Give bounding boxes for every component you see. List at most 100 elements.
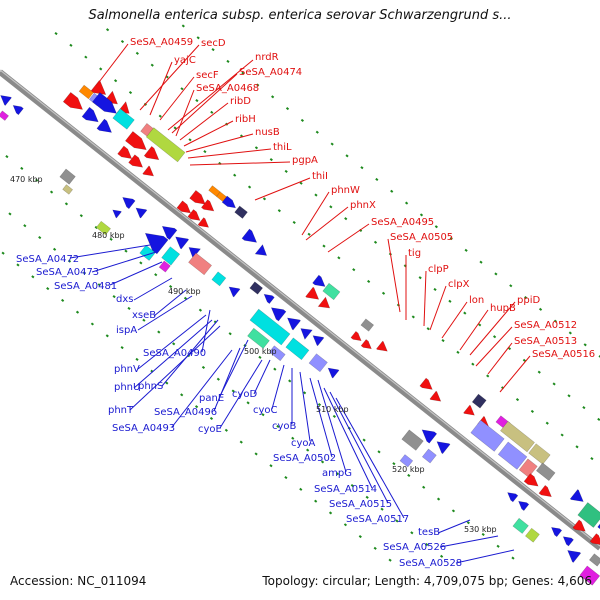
gene-arrow[interactable] bbox=[597, 515, 600, 538]
gene-block[interactable] bbox=[589, 553, 600, 567]
gene-arrow[interactable] bbox=[310, 332, 325, 347]
reverse-gene-label[interactable]: cyoB bbox=[272, 421, 297, 432]
gene-block[interactable] bbox=[112, 108, 135, 130]
gene-block[interactable] bbox=[399, 454, 414, 468]
gene-block[interactable] bbox=[579, 565, 600, 586]
gene-arrow[interactable] bbox=[201, 199, 217, 215]
gene-arrow[interactable] bbox=[262, 291, 275, 304]
gene-arrow[interactable] bbox=[284, 313, 301, 331]
gene-arrow[interactable] bbox=[187, 209, 203, 225]
reverse-gene-label[interactable]: phnV bbox=[114, 364, 140, 375]
gene-arrow[interactable] bbox=[96, 118, 115, 137]
gene-block[interactable] bbox=[401, 429, 424, 451]
reverse-gene-label[interactable]: SeSA_A0514 bbox=[314, 484, 377, 495]
gene-block[interactable] bbox=[139, 244, 156, 261]
gene-arrow[interactable] bbox=[197, 217, 211, 231]
reverse-gene-label[interactable]: SeSA_A0490 bbox=[143, 348, 206, 359]
forward-gene-label[interactable]: SeSA_A0459 bbox=[130, 37, 193, 48]
forward-gene-label[interactable]: secF bbox=[196, 70, 219, 81]
gene-arrow[interactable] bbox=[561, 534, 574, 547]
forward-gene-label[interactable]: pgpA bbox=[292, 155, 318, 166]
gene-arrow[interactable] bbox=[142, 165, 157, 180]
gene-block[interactable] bbox=[247, 327, 270, 349]
reverse-gene-label[interactable]: SeSA_A0496 bbox=[154, 407, 217, 418]
forward-gene-label[interactable]: SeSA_A0513 bbox=[514, 336, 577, 347]
gene-arrow[interactable] bbox=[254, 244, 270, 261]
gene-block[interactable] bbox=[234, 205, 248, 219]
reverse-gene-label[interactable]: cyoE bbox=[198, 424, 222, 435]
forward-gene-label[interactable]: clpP bbox=[428, 264, 449, 275]
gene-block[interactable] bbox=[161, 246, 181, 266]
gene-arrow[interactable] bbox=[176, 200, 194, 217]
gene-arrow[interactable] bbox=[172, 232, 190, 250]
gene-arrow[interactable] bbox=[325, 364, 340, 379]
gene-arrow[interactable] bbox=[268, 303, 287, 322]
reverse-gene-label[interactable]: phnS bbox=[138, 381, 163, 392]
gene-arrow[interactable] bbox=[185, 243, 201, 259]
gene-block[interactable] bbox=[471, 393, 487, 409]
gene-block[interactable] bbox=[322, 282, 341, 301]
gene-block[interactable] bbox=[285, 337, 310, 361]
gene-block[interactable] bbox=[512, 517, 529, 534]
gene-block[interactable] bbox=[577, 502, 600, 528]
gene-arrow[interactable] bbox=[159, 222, 178, 241]
reverse-gene-label[interactable]: SeSA_A0481 bbox=[54, 281, 117, 292]
gene-arrow[interactable] bbox=[0, 92, 12, 106]
gene-arrow[interactable] bbox=[569, 489, 587, 506]
reverse-gene-label[interactable]: xseB bbox=[132, 310, 156, 321]
gene-block[interactable] bbox=[497, 441, 528, 470]
gene-arrow[interactable] bbox=[350, 331, 364, 343]
gene-arrow[interactable] bbox=[572, 519, 589, 535]
gene-arrow[interactable] bbox=[516, 498, 530, 511]
gene-block[interactable] bbox=[62, 184, 73, 195]
forward-gene-label[interactable]: ppiD bbox=[517, 295, 540, 306]
forward-gene-label[interactable]: lon bbox=[469, 295, 484, 306]
gene-arrow[interactable] bbox=[433, 437, 451, 455]
gene-arrow[interactable] bbox=[133, 204, 148, 219]
forward-gene-label[interactable]: nrdR bbox=[255, 52, 279, 63]
gene-block[interactable] bbox=[528, 443, 551, 465]
gene-arrow[interactable] bbox=[226, 283, 241, 298]
reverse-gene-label[interactable]: ampG bbox=[322, 468, 352, 479]
gene-block[interactable] bbox=[145, 127, 186, 163]
gene-arrow[interactable] bbox=[317, 296, 333, 313]
gene-block[interactable] bbox=[360, 318, 375, 332]
gene-block[interactable] bbox=[500, 420, 535, 453]
reverse-gene-label[interactable]: SeSA_A0526 bbox=[383, 542, 446, 553]
forward-gene-label[interactable]: yajC bbox=[174, 55, 196, 66]
forward-gene-label[interactable]: phnW bbox=[331, 185, 360, 196]
gene-block[interactable] bbox=[470, 419, 505, 452]
gene-block[interactable] bbox=[308, 353, 328, 373]
forward-gene-label[interactable]: SeSA_A0468 bbox=[196, 83, 259, 94]
forward-gene-label[interactable]: nusB bbox=[255, 127, 280, 138]
gene-block[interactable] bbox=[95, 220, 111, 236]
reverse-gene-label[interactable]: cyoC bbox=[253, 405, 278, 416]
gene-arrow[interactable] bbox=[376, 340, 390, 355]
gene-block[interactable] bbox=[249, 308, 291, 346]
gene-arrow[interactable] bbox=[125, 131, 150, 154]
gene-arrow[interactable] bbox=[312, 274, 329, 290]
reverse-gene-label[interactable]: ispA bbox=[116, 325, 137, 336]
gene-block[interactable] bbox=[158, 260, 171, 273]
gene-arrow[interactable] bbox=[564, 546, 582, 563]
reverse-gene-label[interactable]: SeSA_A0528 bbox=[399, 558, 462, 569]
forward-gene-label[interactable]: thiI bbox=[312, 171, 328, 182]
gene-block[interactable] bbox=[0, 110, 9, 121]
forward-gene-label[interactable]: SeSA_A0474 bbox=[239, 67, 302, 78]
forward-gene-label[interactable]: ribH bbox=[235, 114, 256, 125]
gene-block[interactable] bbox=[518, 458, 538, 478]
gene-arrow[interactable] bbox=[463, 404, 478, 419]
gene-arrow[interactable] bbox=[549, 524, 563, 538]
reverse-gene-label[interactable]: dxs bbox=[116, 294, 133, 305]
gene-arrow[interactable] bbox=[110, 207, 122, 219]
forward-gene-label[interactable]: thiL bbox=[273, 142, 292, 153]
reverse-gene-label[interactable]: tesB bbox=[418, 527, 440, 538]
gene-block[interactable] bbox=[268, 345, 286, 362]
gene-block[interactable] bbox=[421, 448, 437, 464]
forward-gene-label[interactable]: hupB bbox=[490, 303, 516, 314]
reverse-gene-label[interactable]: panE bbox=[199, 393, 224, 404]
gene-arrow[interactable] bbox=[92, 92, 120, 119]
reverse-gene-label[interactable]: SeSA_A0517 bbox=[346, 514, 409, 525]
reverse-gene-label[interactable]: SeSA_A0502 bbox=[273, 453, 336, 464]
gene-arrow[interactable] bbox=[81, 106, 102, 126]
